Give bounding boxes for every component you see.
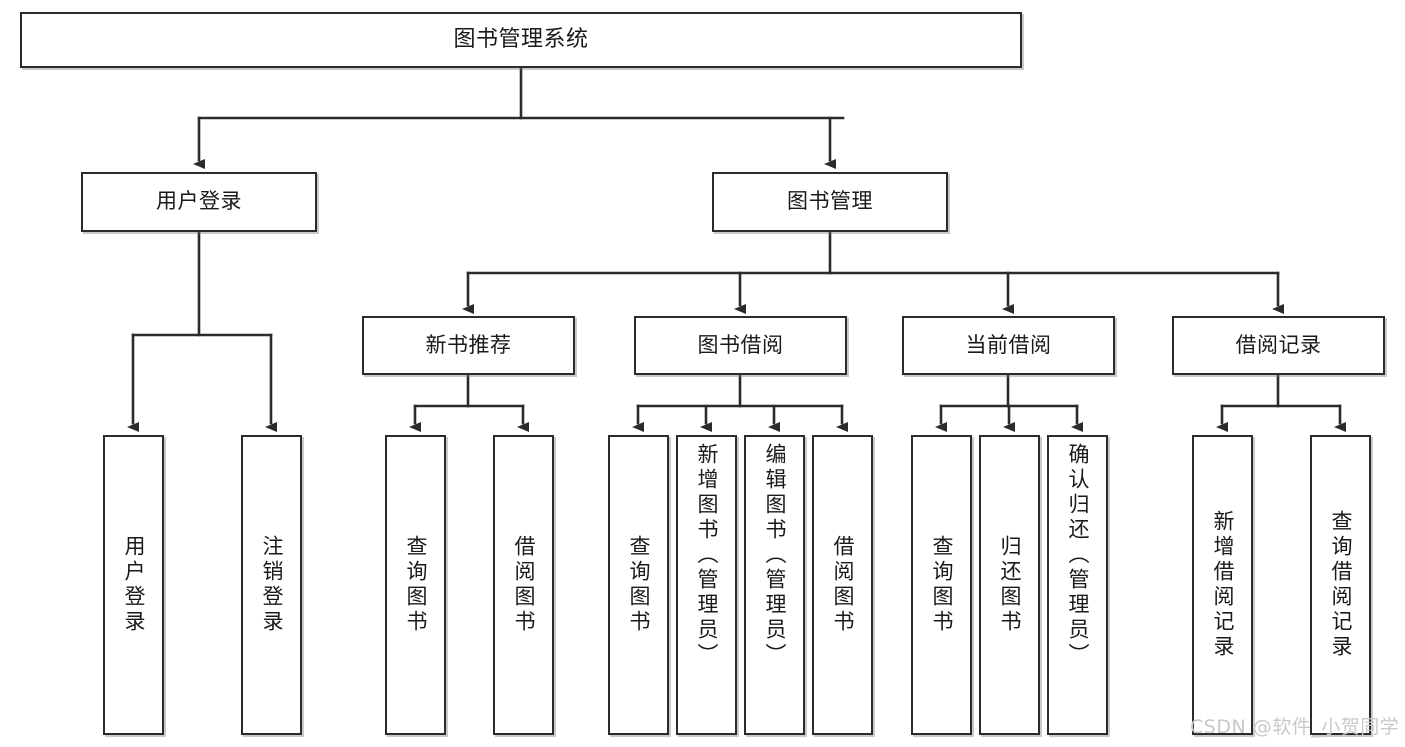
node-user-login[interactable]: 用户登录 bbox=[81, 172, 317, 232]
node-label: 查询图书 bbox=[930, 535, 954, 635]
node-label: 新书推荐 bbox=[425, 332, 512, 357]
node-label: 编辑图书（管理员） bbox=[763, 443, 787, 668]
node-label: 确认归还（管理员） bbox=[1066, 443, 1090, 668]
node-label: 借阅图书 bbox=[512, 535, 536, 635]
node-label: 用户登录 bbox=[122, 535, 146, 635]
node-current-borrow[interactable]: 当前借阅 bbox=[902, 316, 1115, 375]
node-label: 图书借阅 bbox=[697, 332, 784, 357]
leaf-records-query-record[interactable]: 查询借阅记录 bbox=[1310, 435, 1371, 735]
node-label: 归还图书 bbox=[998, 535, 1022, 635]
node-label: 注销登录 bbox=[260, 535, 284, 635]
leaf-records-add-record[interactable]: 新增借阅记录 bbox=[1192, 435, 1253, 735]
node-label: 图书管理 bbox=[787, 189, 873, 214]
leaf-bookborrow-add-book-admin[interactable]: 新增图书（管理员） bbox=[676, 435, 737, 735]
node-label: 新增图书（管理员） bbox=[695, 443, 719, 668]
node-book-borrow[interactable]: 图书借阅 bbox=[634, 316, 847, 375]
node-borrow-records[interactable]: 借阅记录 bbox=[1172, 316, 1385, 375]
leaf-newbook-borrow-books[interactable]: 借阅图书 bbox=[493, 435, 554, 735]
node-label: 借阅图书 bbox=[831, 535, 855, 635]
leaf-logout[interactable]: 注销登录 bbox=[241, 435, 302, 735]
leaf-bookborrow-edit-book-admin[interactable]: 编辑图书（管理员） bbox=[744, 435, 805, 735]
leaf-currentborrow-return-books[interactable]: 归还图书 bbox=[979, 435, 1040, 735]
node-label: 新增借阅记录 bbox=[1211, 510, 1235, 660]
node-book-management[interactable]: 图书管理 bbox=[712, 172, 948, 232]
node-label: 查询借阅记录 bbox=[1329, 510, 1353, 660]
node-root-book-management-system[interactable]: 图书管理系统 bbox=[20, 12, 1022, 68]
node-label: 用户登录 bbox=[156, 189, 242, 214]
leaf-user-login[interactable]: 用户登录 bbox=[103, 435, 164, 735]
node-label: 借阅记录 bbox=[1235, 332, 1322, 357]
node-label: 查询图书 bbox=[404, 535, 428, 635]
node-new-book-recommend[interactable]: 新书推荐 bbox=[362, 316, 575, 375]
leaf-newbook-query-books[interactable]: 查询图书 bbox=[385, 435, 446, 735]
leaf-bookborrow-borrow-books[interactable]: 借阅图书 bbox=[812, 435, 873, 735]
csdn-watermark: CSDN @软件_小贺同学 bbox=[1190, 716, 1400, 738]
leaf-currentborrow-query-books[interactable]: 查询图书 bbox=[911, 435, 972, 735]
leaf-bookborrow-query-books[interactable]: 查询图书 bbox=[608, 435, 669, 735]
node-label: 图书管理系统 bbox=[453, 26, 589, 52]
leaf-currentborrow-confirm-return-admin[interactable]: 确认归还（管理员） bbox=[1047, 435, 1108, 735]
node-label: 当前借阅 bbox=[965, 332, 1052, 357]
node-label: 查询图书 bbox=[627, 535, 651, 635]
